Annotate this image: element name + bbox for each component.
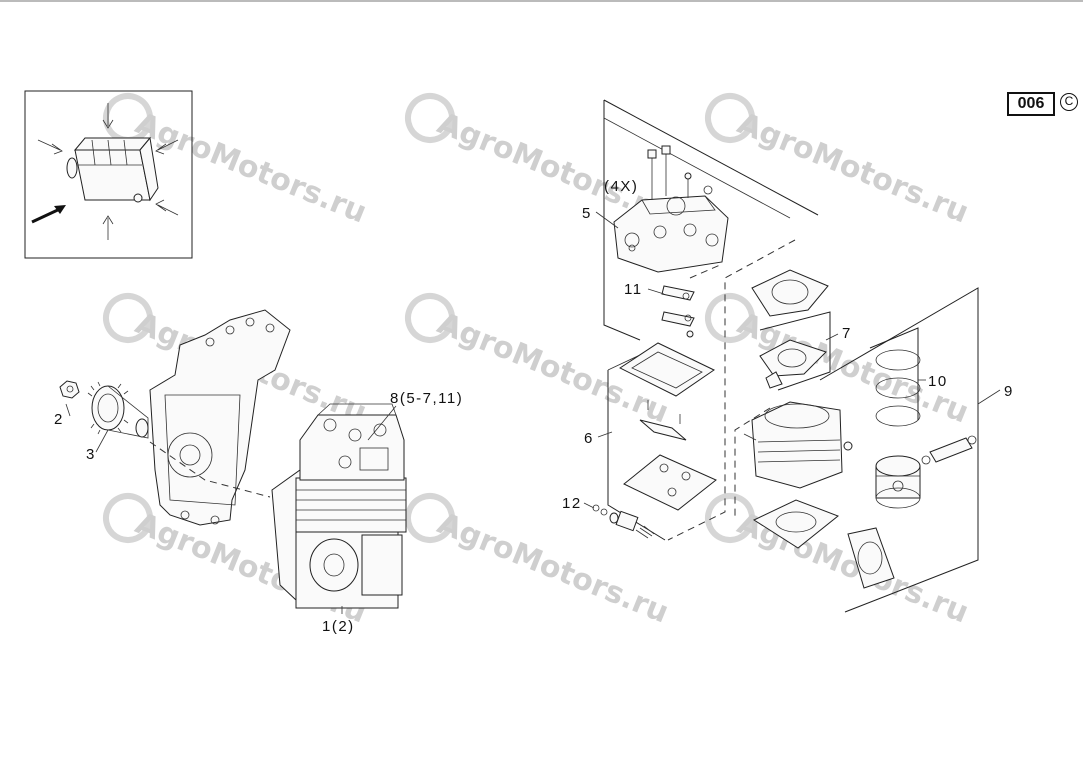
watermark-text: AgroMotors.ru xyxy=(433,506,674,630)
callout-12: 12 xyxy=(562,495,582,512)
callout-8: 8(5-7,11) xyxy=(390,390,463,407)
callout-labels: 2 3 8(5-7,11) 1(2) (4X) 5 11 6 12 7 10 9 xyxy=(54,178,1012,635)
callout-3: 3 xyxy=(86,446,94,463)
head-gasket-parts xyxy=(751,269,829,389)
valve-plate-parts xyxy=(619,342,717,511)
callout-5: 5 xyxy=(582,205,590,222)
callout-9: 9 xyxy=(1004,383,1012,400)
mount-guide xyxy=(149,441,271,498)
diagram-code-box: 006 xyxy=(1007,92,1055,116)
gear-part xyxy=(87,381,149,439)
engine-timing-housing xyxy=(149,309,291,526)
callout-7: 7 xyxy=(842,325,850,342)
air-compressor-assembly xyxy=(271,403,407,609)
piston-ring-parts xyxy=(875,349,921,427)
callout-10: 10 xyxy=(928,373,948,390)
exploded-frames xyxy=(603,99,979,613)
copyright-icon: C xyxy=(1060,93,1078,111)
nut-part xyxy=(59,380,80,399)
leader-lines-right xyxy=(583,211,1001,509)
watermark-text: AgroMotors.ru xyxy=(131,106,372,230)
leader-lines-left xyxy=(65,403,397,614)
callout-2: 2 xyxy=(54,411,62,428)
cylinder-head-part xyxy=(613,145,729,273)
cylinder-block-part xyxy=(743,401,853,489)
check-valve-part xyxy=(592,504,655,539)
callout-4x: (4X) xyxy=(604,178,638,195)
valve-parts xyxy=(661,285,695,338)
orientation-inset xyxy=(24,90,193,259)
callout-1: 1(2) xyxy=(322,618,355,635)
piston-part xyxy=(875,435,977,509)
base-gasket-parts xyxy=(752,499,895,589)
callout-11: 11 xyxy=(624,281,643,298)
watermark-text: AgroMotors.ru xyxy=(733,106,974,230)
callout-6: 6 xyxy=(584,430,592,447)
